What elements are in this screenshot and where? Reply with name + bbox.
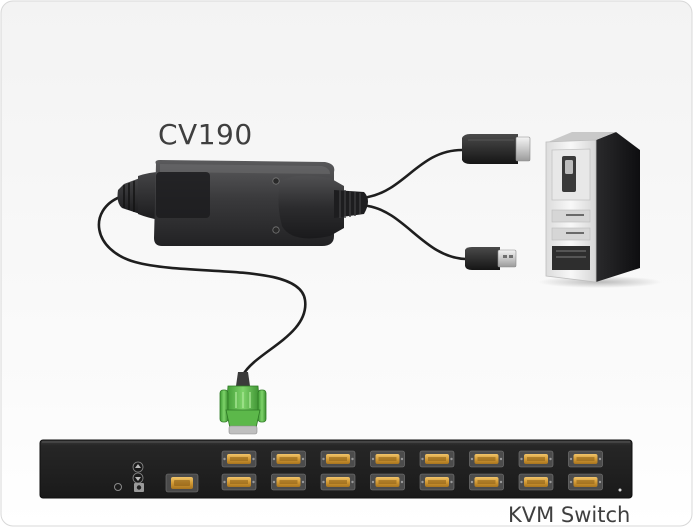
vga-port — [271, 473, 306, 491]
vga-port — [568, 473, 603, 491]
usb-plug-top — [462, 134, 531, 164]
vga-port — [370, 450, 405, 468]
console-port — [165, 473, 199, 493]
usb-plug-bottom — [465, 247, 517, 270]
power-icon — [114, 483, 122, 491]
vga-port — [221, 450, 257, 468]
kvm-switch — [39, 439, 633, 499]
vga-port — [568, 450, 603, 468]
pc-tower — [538, 132, 662, 288]
switch-label: KVM Switch — [508, 503, 631, 527]
screw-icon — [272, 226, 280, 234]
port-grid — [221, 450, 603, 491]
vga-port — [320, 450, 356, 468]
vga-port — [320, 473, 356, 491]
vga-cable — [97, 195, 307, 377]
usb-cable-top — [366, 148, 464, 199]
vga-port — [221, 473, 257, 491]
vga-connector — [219, 372, 267, 435]
screw-icon — [272, 177, 280, 185]
vga-port — [271, 450, 306, 468]
vga-port — [469, 450, 504, 468]
cv190-adapter — [117, 160, 368, 246]
vga-port — [370, 473, 405, 491]
status-led — [618, 488, 622, 492]
vga-port — [518, 450, 554, 468]
vga-port — [419, 473, 455, 491]
adapter-label: CV190 — [158, 118, 253, 151]
vga-port — [419, 450, 455, 468]
vga-port — [518, 473, 554, 491]
usb-cable-bottom — [366, 204, 468, 261]
vga-port — [469, 473, 504, 491]
